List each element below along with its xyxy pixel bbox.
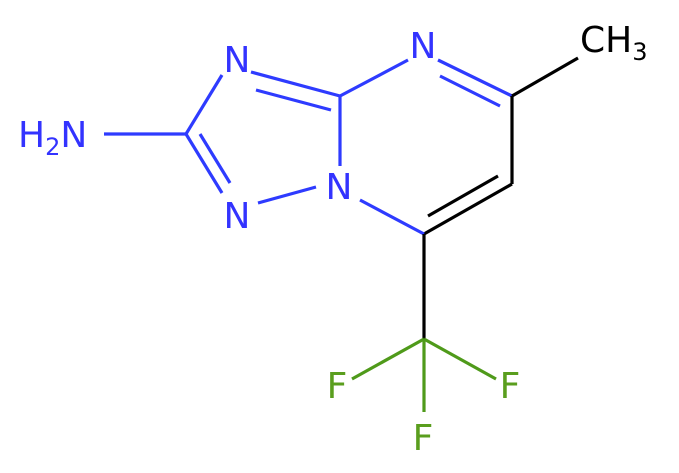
methyl-subscript: 3 <box>632 38 647 66</box>
bond-n-top-c-fusion <box>250 70 341 98</box>
atom-n-top: N <box>224 40 251 81</box>
bond-c-cf3-n-bridge <box>359 198 425 236</box>
bond-c-f-left <box>351 337 425 381</box>
amine-h: H <box>18 115 45 156</box>
bond-c-amine-n-bottom <box>184 133 224 194</box>
amine-n: N <box>60 115 87 156</box>
bond-c-fusion-n-pyrimidine <box>339 58 409 98</box>
atom-f-bottom: F <box>413 418 434 459</box>
atom-f-left: F <box>327 366 348 407</box>
methyl-ch: CH <box>580 20 632 61</box>
bond-n-bottom-n-bridge <box>257 185 317 205</box>
amine-subscript: 2 <box>45 133 60 161</box>
atom-n-bridge: N <box>326 167 353 208</box>
bond-n-top-c-fusion-double <box>255 88 332 112</box>
bond-c-amine-n-bottom-double <box>198 133 232 184</box>
bond-c-h-c-cf3 <box>423 182 513 236</box>
amine-group: H2N <box>18 115 87 161</box>
atom-f-right: F <box>500 366 521 407</box>
bond-c-methyl-ch3 <box>511 56 579 98</box>
atom-n-bottom: N <box>224 196 251 237</box>
methyl-group: CH3 <box>580 20 648 66</box>
bond-n-top-c-amine <box>184 74 224 135</box>
bond-n-pyrimidine-c-methyl <box>437 58 513 98</box>
bond-c-h-c-cf3-double <box>427 174 499 218</box>
atom-n-pyrimidine: N <box>410 26 437 67</box>
bond-c-f-right <box>423 337 497 381</box>
bond-n-pyrimidine-c-methyl-double <box>439 74 501 108</box>
